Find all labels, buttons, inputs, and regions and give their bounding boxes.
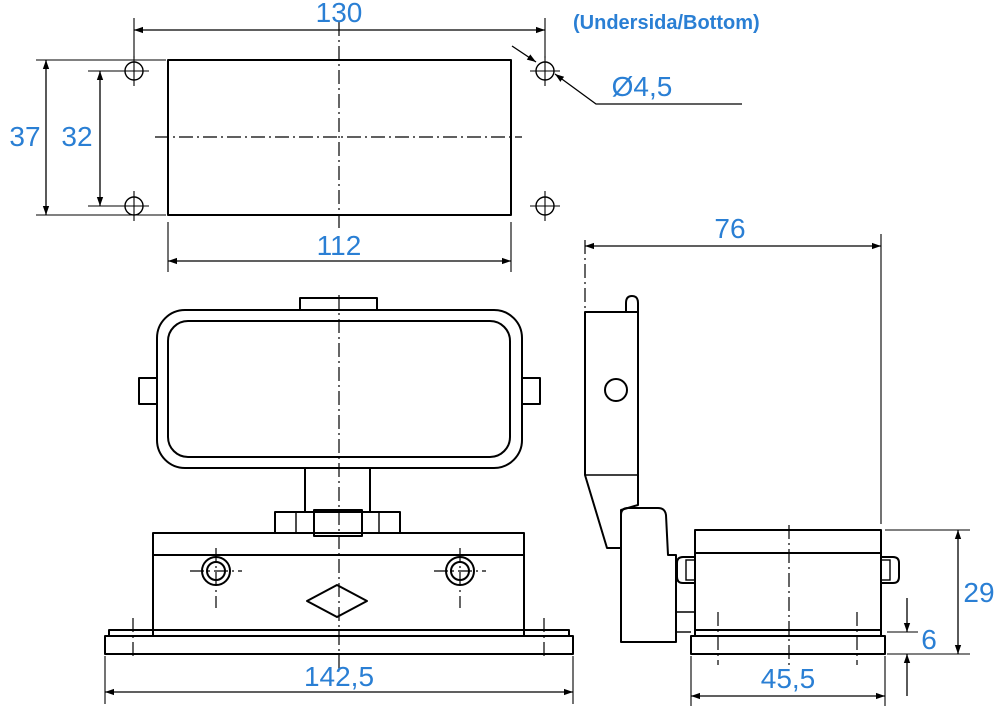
locking-lever [620, 507, 677, 643]
dimension-hole-diameter: Ø4,5 [612, 71, 673, 102]
dimension-130: 130 [316, 0, 363, 28]
screw-right [434, 548, 486, 608]
dimension-45-5: 45,5 [761, 663, 816, 694]
underside-note: (Undersida/Bottom) [573, 12, 760, 34]
mounting-hole-top-left [119, 56, 149, 86]
diamond-mark [306, 584, 368, 618]
dimension-112: 112 [317, 230, 362, 261]
side-housing [694, 529, 882, 631]
dimension-32: 32 [61, 121, 92, 152]
dimension-142-5: 142,5 [304, 661, 374, 692]
dimension-29: 29 [963, 577, 994, 608]
mounting-hole-top-right [530, 56, 560, 86]
top-view: 130 37 32 112 (Undersida/Bottom) Ø4,5 [9, 0, 760, 272]
side-view: 76 29 6 45,5 [584, 213, 995, 706]
hood-inner [167, 320, 511, 458]
screw-left [190, 548, 242, 608]
front-view: 142,5 [104, 295, 574, 704]
mounting-hole-bottom-left [119, 191, 149, 221]
side-hood [584, 311, 639, 549]
dimension-6: 6 [921, 624, 937, 655]
diameter-leader [554, 73, 742, 105]
mounting-hole-bottom-right [530, 191, 560, 221]
dimension-76: 76 [714, 213, 745, 244]
dimension-37: 37 [9, 121, 40, 152]
